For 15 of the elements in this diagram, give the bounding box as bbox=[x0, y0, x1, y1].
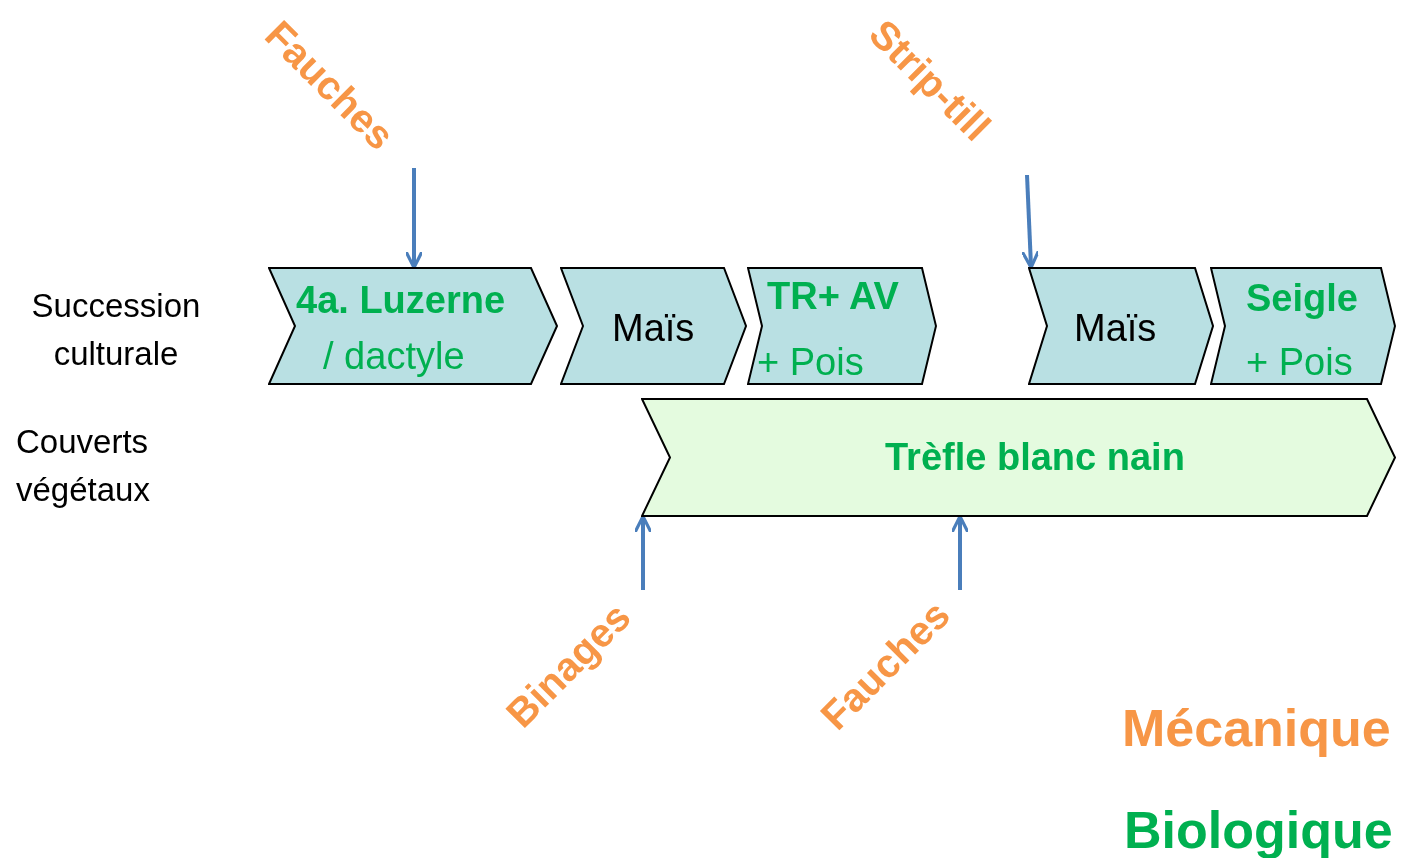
row-label: Couverts végétaux bbox=[16, 422, 151, 510]
crop-label: + Pois bbox=[1246, 343, 1353, 381]
crop-label: Maïs bbox=[1074, 309, 1157, 347]
crop-label: Seigle bbox=[1246, 279, 1358, 317]
category-label: Mécanique bbox=[1122, 698, 1391, 758]
arrow bbox=[1020, 174, 1040, 270]
arrow bbox=[633, 514, 653, 590]
arrow bbox=[404, 168, 424, 270]
crop-label: Maïs bbox=[612, 309, 695, 347]
crop-label: TR+ AV bbox=[767, 277, 899, 315]
row-label: Succession culturale bbox=[30, 286, 202, 374]
crop-label: 4a. Luzerne bbox=[296, 281, 506, 319]
crop-label: Trèfle blanc nain bbox=[885, 438, 1185, 476]
crop-label: / dactyle bbox=[323, 337, 465, 375]
crop-label: + Pois bbox=[757, 343, 864, 381]
